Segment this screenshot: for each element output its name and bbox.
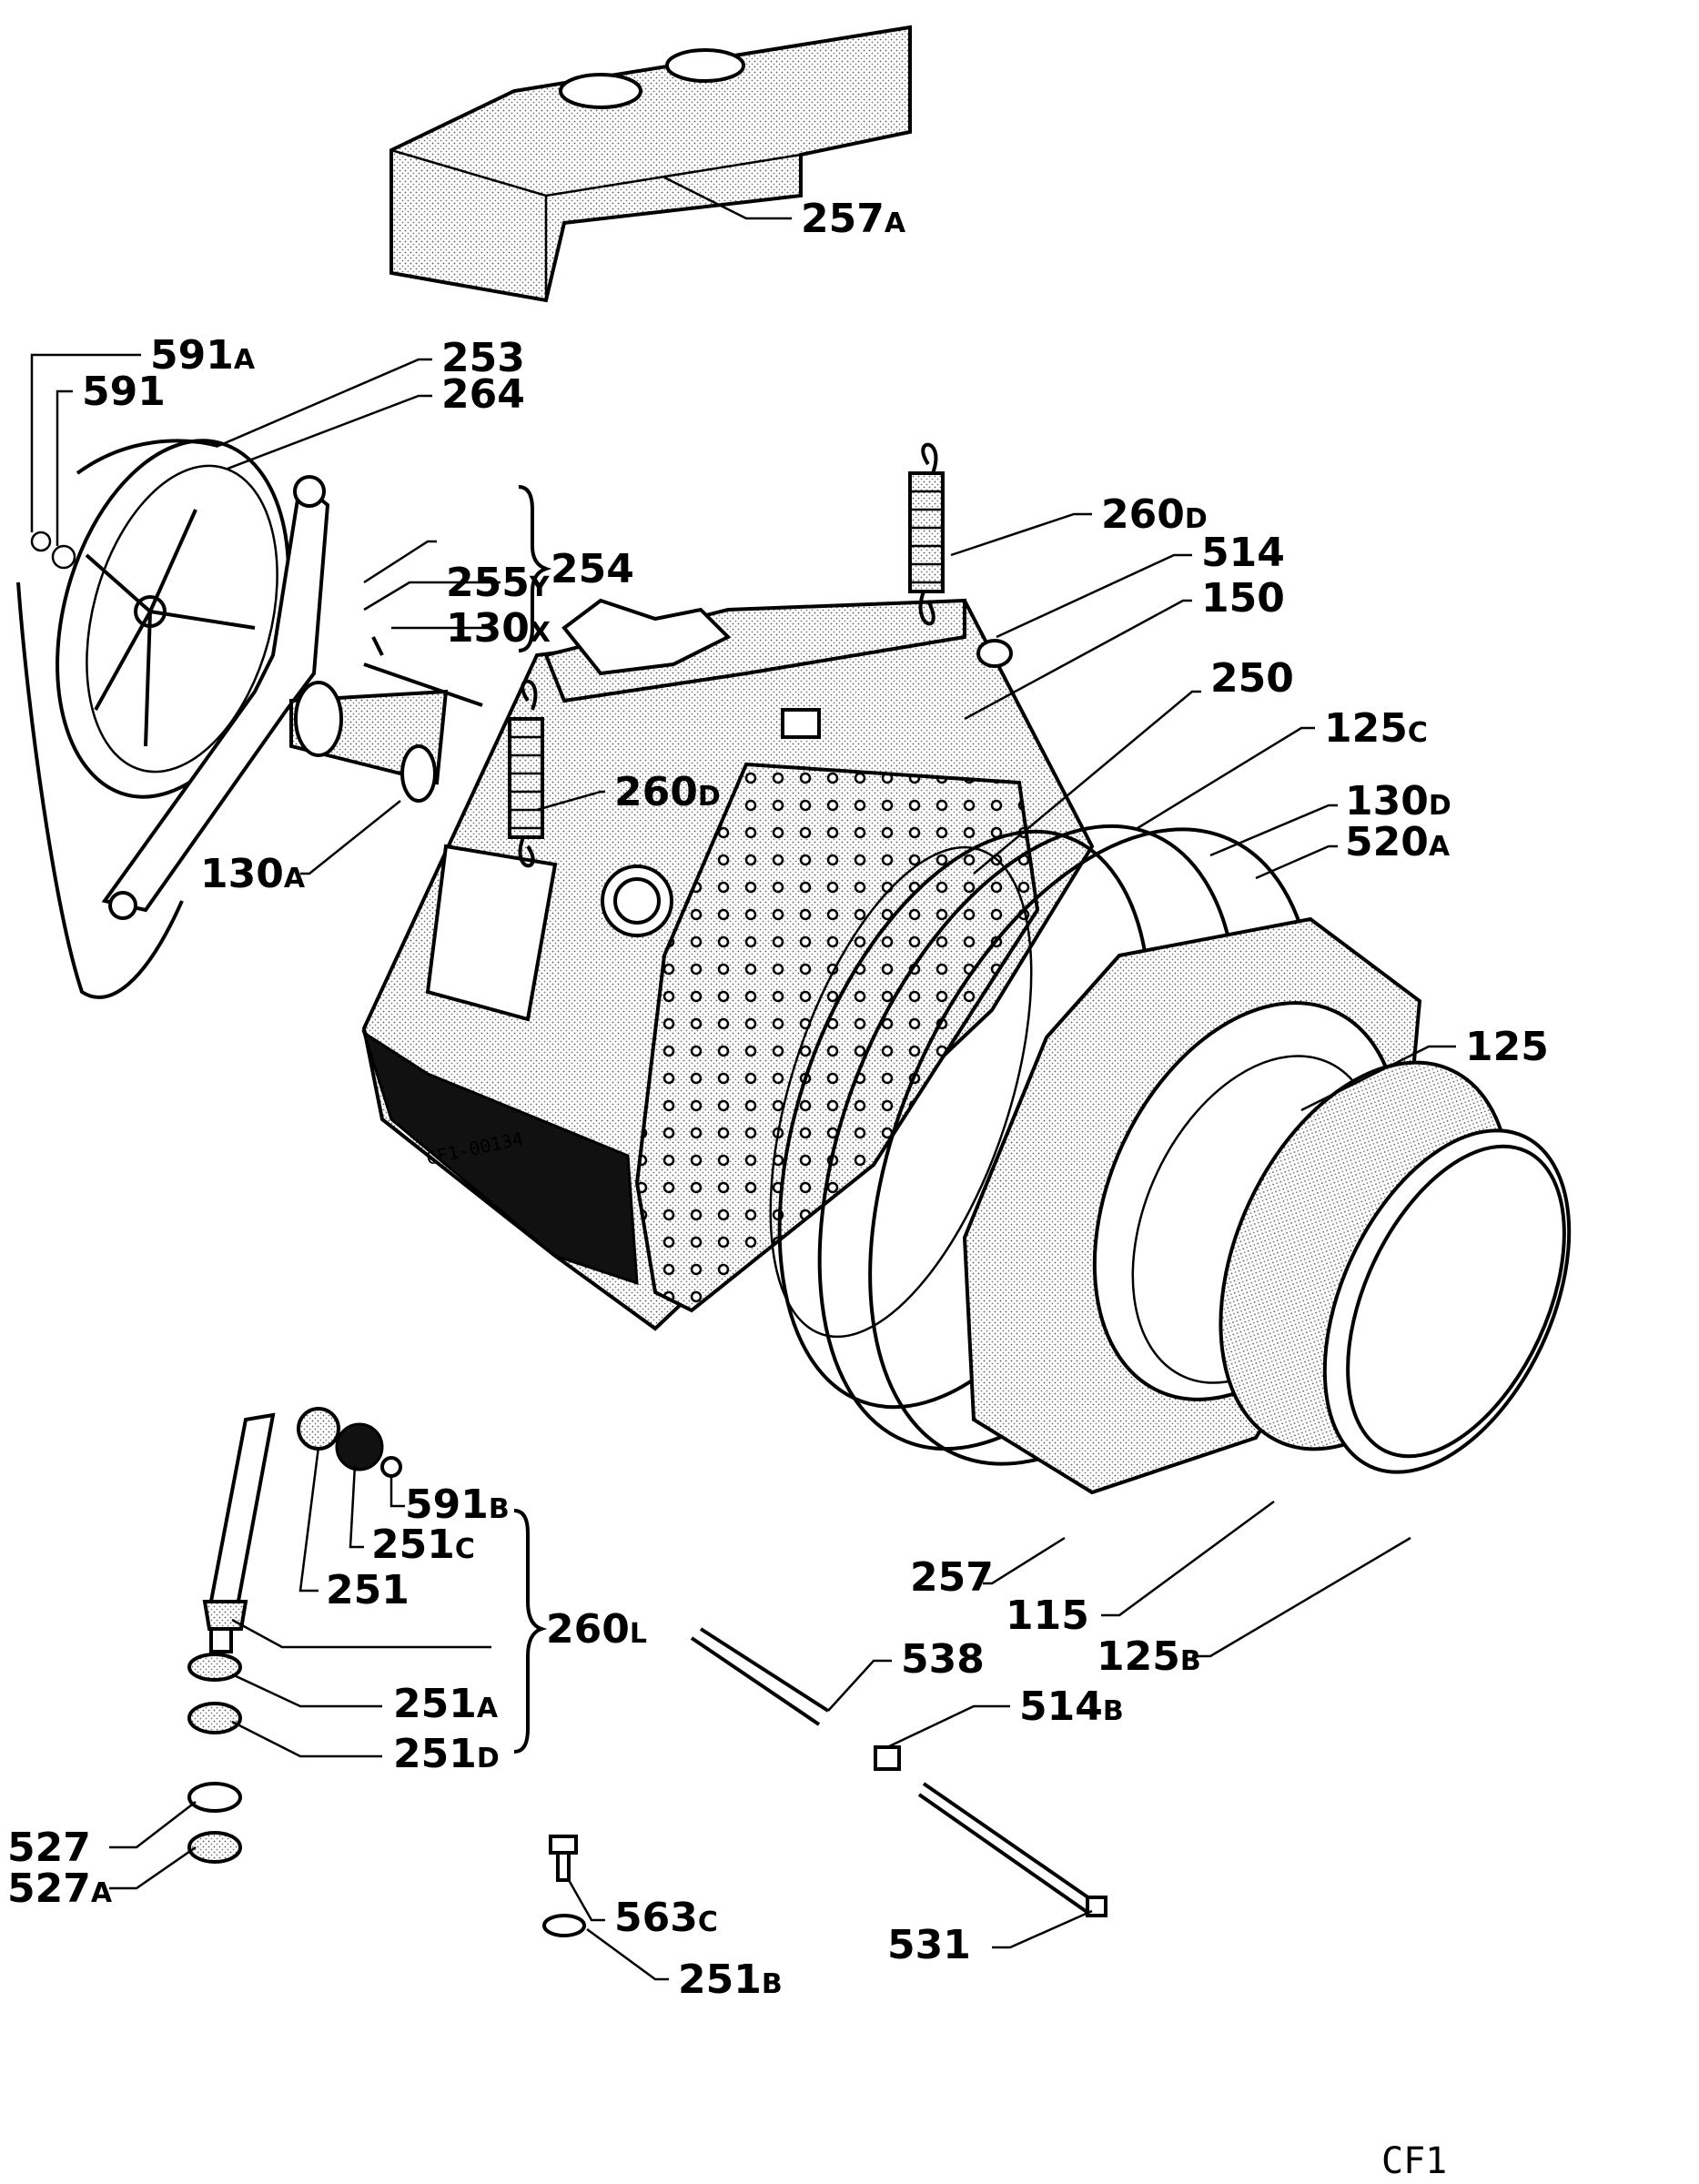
part-label-115: 115 bbox=[1006, 1592, 1089, 1639]
part-label-591a: 591A bbox=[150, 332, 256, 379]
part-label-527a: 527A bbox=[7, 1866, 113, 1912]
inner-drum bbox=[634, 762, 1040, 1339]
screw-563c bbox=[542, 1835, 586, 1937]
part-label-251d: 251D bbox=[393, 1731, 500, 1777]
pin-538 bbox=[690, 1627, 830, 1726]
part-label-253: 253 bbox=[441, 335, 525, 381]
part-label-130x: 130X bbox=[446, 605, 551, 652]
part-label-514: 514 bbox=[1201, 530, 1285, 576]
part-label-125c: 125C bbox=[1324, 705, 1428, 752]
bolt-531 bbox=[874, 1745, 1107, 1917]
part-label-150: 150 bbox=[1201, 575, 1285, 622]
part-label-251c: 251C bbox=[371, 1522, 475, 1568]
part-label-130d: 130D bbox=[1345, 778, 1451, 824]
part-label-257a: 257A bbox=[801, 196, 906, 242]
sheet-code: CF1 bbox=[1381, 2140, 1447, 2182]
circlip-washers bbox=[30, 531, 76, 570]
suspension-spring-left bbox=[508, 679, 544, 868]
counterweight-top bbox=[389, 25, 912, 303]
drum-spider-arm bbox=[101, 475, 483, 920]
part-label-250: 250 bbox=[1210, 655, 1294, 702]
part-label-264: 264 bbox=[441, 371, 525, 418]
part-label-130a: 130A bbox=[200, 851, 306, 897]
part-labels: 257A591A591253264254255Y130X130A260D5141… bbox=[7, 196, 1549, 2003]
part-label-563c: 563C bbox=[614, 1895, 718, 1941]
part-label-255y: 255Y bbox=[446, 560, 551, 606]
part-label-257: 257 bbox=[910, 1554, 994, 1601]
part-label-254: 254 bbox=[551, 546, 634, 592]
brace-254 bbox=[518, 485, 552, 652]
part-label-538: 538 bbox=[901, 1636, 985, 1683]
drive-belt bbox=[16, 439, 219, 999]
part-label-260d-left: 260D bbox=[614, 769, 721, 815]
part-label-260l: 260L bbox=[546, 1606, 647, 1653]
part-label-260d-top: 260D bbox=[1101, 491, 1208, 538]
leader-lines bbox=[30, 176, 1456, 1981]
part-label-251: 251 bbox=[326, 1567, 410, 1613]
part-label-520a: 520A bbox=[1345, 819, 1451, 865]
part-label-591: 591 bbox=[82, 369, 166, 415]
part-label-125b: 125B bbox=[1097, 1633, 1201, 1680]
part-label-527: 527 bbox=[7, 1825, 91, 1871]
shock-absorber bbox=[187, 1407, 402, 1864]
part-label-125: 125 bbox=[1465, 1024, 1549, 1070]
part-label-591b: 591B bbox=[405, 1481, 510, 1528]
part-label-251a: 251A bbox=[393, 1681, 499, 1727]
part-label-514b: 514B bbox=[1019, 1684, 1124, 1730]
door-gasket bbox=[1131, 1055, 1572, 1474]
brace-260l bbox=[513, 1509, 548, 1754]
plug-514 bbox=[976, 639, 1013, 668]
part-label-531: 531 bbox=[887, 1922, 971, 1968]
part-label-251b: 251B bbox=[678, 1956, 783, 2003]
suspension-spring-top bbox=[908, 442, 945, 626]
